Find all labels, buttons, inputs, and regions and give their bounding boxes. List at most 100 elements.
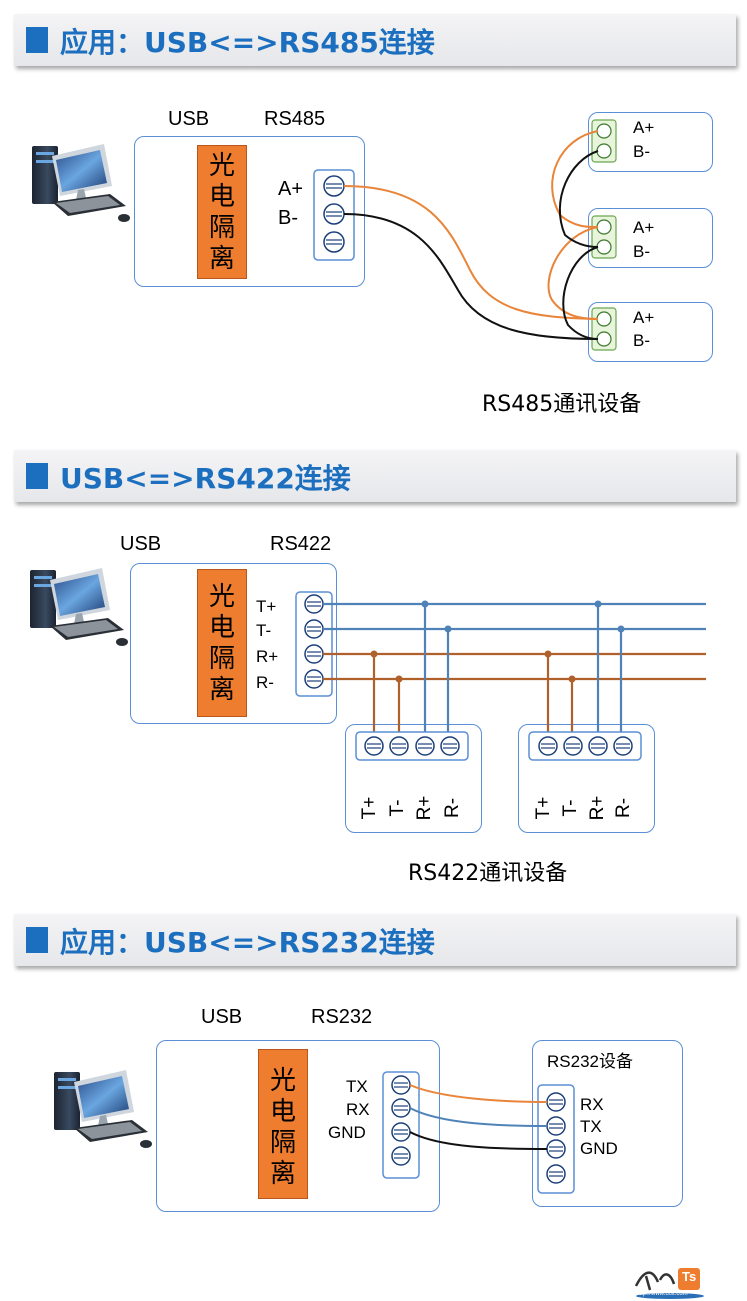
device-pin-label: B-: [633, 331, 650, 350]
screw-icon: [391, 1146, 411, 1166]
screw-icon: [563, 736, 583, 756]
iso-char: 隔: [208, 644, 235, 674]
pin-label: B-: [278, 207, 298, 229]
screw-icon: [304, 594, 324, 614]
isolation-block: 光 电 隔 离: [197, 145, 247, 279]
screw-icon: [596, 143, 612, 159]
device-pin-label: B-: [633, 142, 650, 161]
iso-char: 光: [208, 151, 235, 181]
screw-icon: [391, 1098, 411, 1118]
section-banner-rs232: 应用：USB<=>RS232连接: [14, 914, 736, 966]
iso-char: 电: [208, 182, 235, 212]
screw-icon: [546, 1164, 566, 1184]
wire-a-chain: [551, 130, 599, 229]
iso-char: 光: [269, 1066, 296, 1096]
device-pin-label: A+: [633, 118, 655, 137]
device-pin-label: RX: [580, 1095, 604, 1114]
pin-label: T-: [256, 621, 272, 640]
usb-label: USB: [168, 108, 210, 130]
screw-icon: [391, 1075, 411, 1095]
device-title: RS232设备: [547, 1052, 633, 1071]
banner-square-icon: [26, 27, 48, 53]
usb-label: USB: [120, 533, 162, 555]
wire-b-chain: [562, 246, 599, 340]
section-title: 应用：USB<=>RS485连接: [60, 26, 435, 59]
section-title: 应用：USB<=>RS232连接: [60, 926, 435, 959]
screw-icon: [596, 219, 612, 235]
device-caption: RS485通讯设备: [482, 392, 642, 417]
isolation-block: 光 电 隔 离: [258, 1049, 308, 1199]
screw-icon: [588, 736, 608, 756]
screw-icon: [596, 311, 612, 327]
screw-icon: [546, 1116, 566, 1136]
wire-b: [343, 213, 599, 340]
screw-icon: [440, 736, 460, 756]
terminal-block: [295, 591, 333, 697]
wire-tx: [409, 1084, 548, 1103]
iso-char: 光: [208, 582, 235, 612]
screw-icon: [323, 175, 345, 197]
device-pin-label: B-: [633, 242, 650, 261]
screw-icon: [613, 736, 633, 756]
screw-icon: [391, 1122, 411, 1142]
iso-char: 隔: [208, 213, 235, 243]
wire-gnd: [409, 1131, 548, 1150]
device-pin-label: A+: [633, 218, 655, 237]
computer-icon: [32, 144, 130, 222]
pin-label: TX: [346, 1077, 368, 1096]
pin-label: T+: [256, 597, 277, 616]
screw-icon: [323, 203, 345, 225]
banner-square-icon: [26, 927, 48, 953]
screw-icon: [304, 619, 324, 639]
wire-a-chain: [547, 226, 599, 320]
wire-a: [343, 185, 599, 320]
device-caption: RS422通讯设备: [408, 861, 568, 886]
logo-url: http://www.tsst.com: [636, 1291, 688, 1297]
screw-icon: [304, 644, 324, 664]
pin-label: RX: [346, 1100, 370, 1119]
screw-icon: [538, 736, 558, 756]
port-label: RS485: [264, 108, 326, 130]
pin-label: A+: [278, 178, 304, 200]
screw-icon: [546, 1139, 566, 1159]
port-label: RS232: [311, 1006, 373, 1028]
pin-label: R+: [256, 647, 279, 666]
logo-text: Ts: [682, 1269, 697, 1284]
isolation-block: 光 电 隔 离: [197, 569, 247, 717]
device-pin-label: A+: [633, 308, 655, 327]
device-pin-label: GND: [580, 1139, 618, 1158]
section-banner-rs422: USB<=>RS422连接: [14, 450, 736, 502]
wire-rx: [409, 1107, 548, 1127]
device-pin-label: TX: [580, 1117, 602, 1136]
screw-icon: [415, 736, 435, 756]
wire-b-chain: [558, 150, 599, 248]
port-label: RS422: [270, 533, 332, 555]
logo: [634, 1268, 704, 1299]
computer-icon: [54, 1070, 152, 1148]
screw-icon: [304, 669, 324, 689]
pin-label: R-: [256, 673, 274, 692]
screw-icon: [546, 1092, 566, 1112]
terminal-block: [528, 731, 642, 761]
iso-char: 离: [208, 244, 235, 274]
screw-icon: [596, 123, 612, 139]
iso-char: 隔: [269, 1128, 296, 1158]
screw-icon: [389, 736, 409, 756]
iso-char: 电: [208, 613, 235, 643]
section-banner-rs485: 应用：USB<=>RS485连接: [14, 14, 736, 66]
computer-icon: [30, 568, 128, 646]
iso-char: 离: [269, 1159, 296, 1189]
pin-label: GND: [328, 1123, 366, 1142]
terminal-block: [355, 731, 469, 761]
screw-icon: [323, 231, 345, 253]
banner-square-icon: [26, 463, 48, 489]
screw-icon: [364, 736, 384, 756]
screw-icon: [596, 331, 612, 347]
terminal-block: [537, 1084, 575, 1194]
iso-char: 离: [208, 675, 235, 705]
section-title: USB<=>RS422连接: [60, 462, 351, 495]
iso-char: 电: [269, 1097, 296, 1127]
usb-label: USB: [201, 1006, 243, 1028]
screw-icon: [596, 239, 612, 255]
